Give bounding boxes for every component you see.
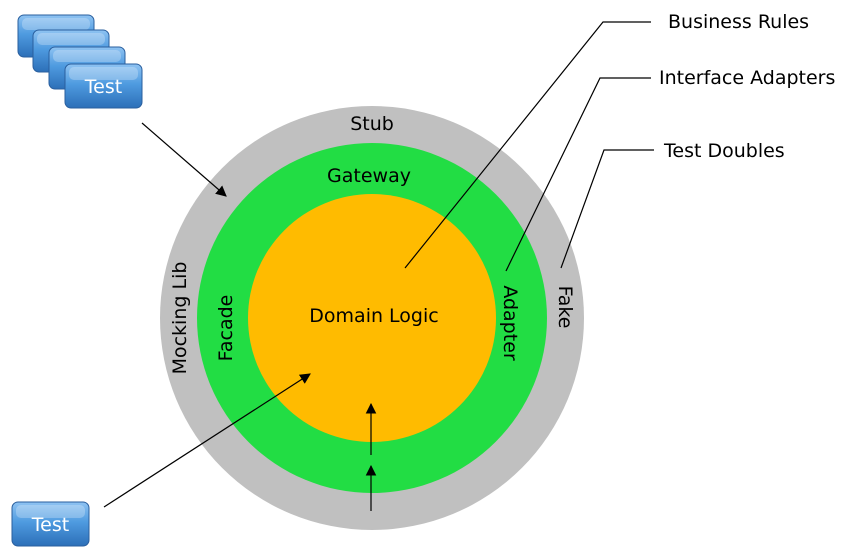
test-doubles-leader [560, 149, 654, 269]
facade-label: Facade [215, 295, 237, 362]
single-test-button[interactable]: Test [11, 501, 90, 547]
stacked-test-label: Test [84, 76, 122, 98]
gateway-label: Gateway [327, 165, 411, 187]
business-rules-callout: Business Rules [668, 11, 809, 33]
fake-label: Fake [554, 286, 576, 329]
interface-adapters-leader [505, 77, 651, 272]
interface-adapters-callout: Interface Adapters [659, 67, 835, 89]
single-test-arrow [103, 373, 311, 508]
test-doubles-callout: Test Doubles [663, 140, 785, 162]
stacked-test-buttons: Test [17, 14, 143, 109]
domain-logic-label: Domain Logic [309, 305, 438, 327]
business-rules-leader [404, 21, 651, 269]
single-test-label: Test [31, 514, 69, 536]
stacked-test-arrow [141, 122, 227, 197]
stub-label: Stub [350, 113, 394, 135]
adapter-label: Adapter [499, 285, 521, 361]
test-button-front[interactable]: Test [64, 63, 143, 109]
mocking-lib-label: Mocking Lib [169, 262, 191, 375]
